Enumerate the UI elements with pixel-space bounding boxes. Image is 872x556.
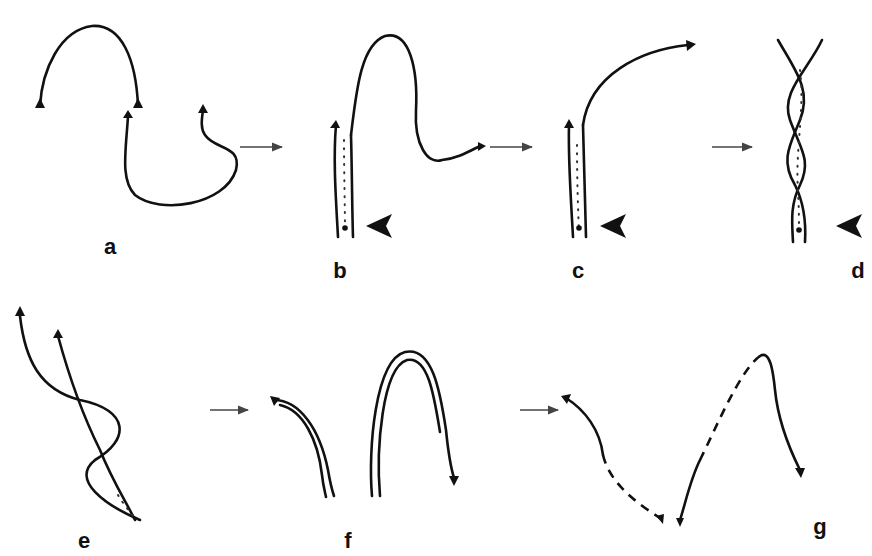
panel-letter: a — [104, 236, 116, 258]
panel-letter: d — [851, 260, 864, 282]
chromosome-strand — [778, 40, 862, 242]
chromosome-strand — [270, 351, 459, 497]
chromosome-strand — [35, 26, 237, 205]
panel-letter: g — [813, 516, 826, 538]
panel-letter: f — [344, 530, 351, 552]
step-arrow — [210, 147, 752, 410]
chromosome-strand — [564, 40, 696, 238]
panel-letter: c — [572, 260, 584, 282]
chromosome-strand — [561, 355, 805, 527]
panel-letter: b — [333, 260, 346, 282]
panel-letter: e — [78, 530, 90, 552]
chromosome-strand — [330, 35, 486, 238]
chromosome-strand — [15, 306, 140, 520]
